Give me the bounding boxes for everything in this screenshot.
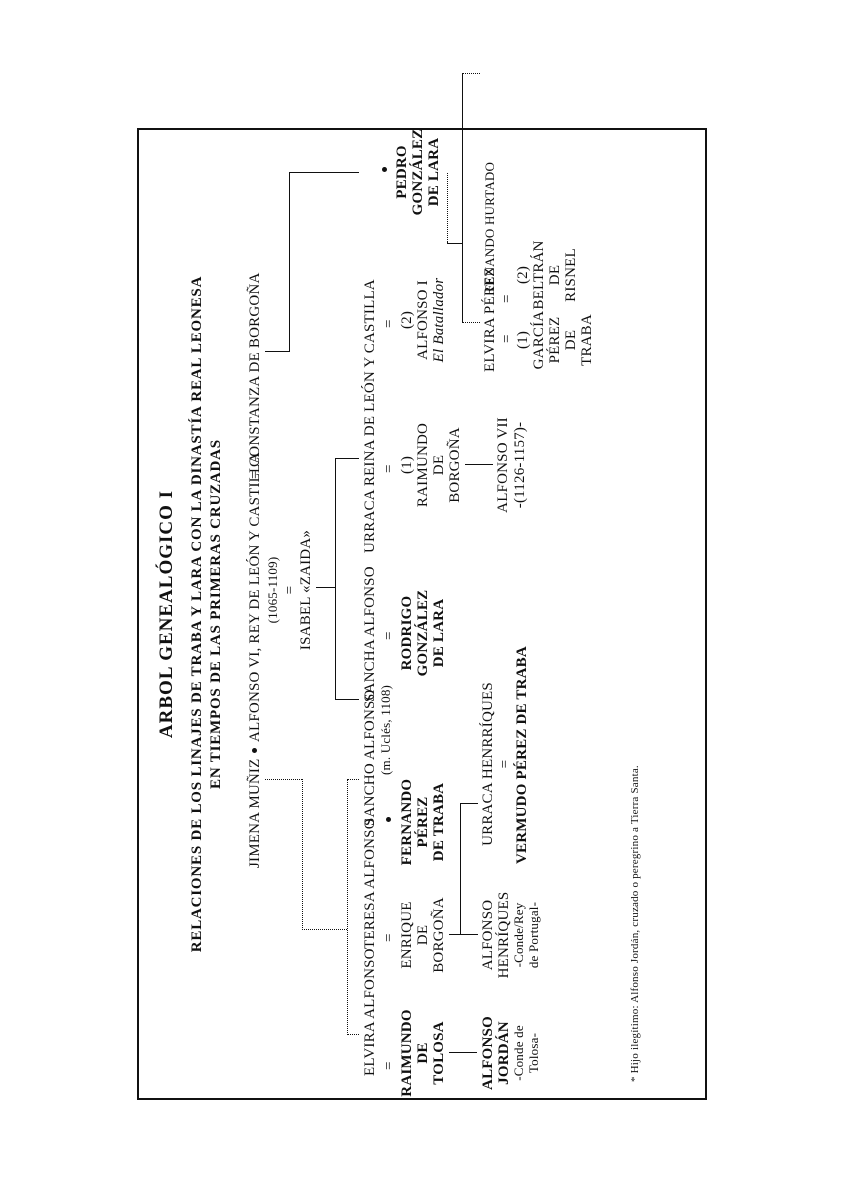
connector-line (265, 350, 290, 352)
marriage-sign: = (381, 1061, 397, 1070)
connector-line (460, 802, 478, 804)
person-urraca-reina: URRACA REINA DE LEÓN Y CASTILLA (362, 279, 378, 553)
person-rodrigo-gonzalez-line1: RODRIGO (399, 595, 415, 671)
marriage-sign: = (497, 759, 513, 769)
person-raimundo-borgona-line1: RAIMUNDO (415, 422, 431, 508)
marriage-sign: = (247, 470, 263, 479)
alfonso-jordan-note-line1: -Conde de (511, 1025, 526, 1081)
beltran-number: (2) (515, 265, 531, 285)
connector-line (316, 586, 336, 588)
person-rodrigo-gonzalez-line2: GONZÁLEZ (415, 589, 431, 677)
person-raimundo-borgona-line2: DE (431, 454, 447, 476)
connector-line (460, 933, 478, 935)
alfonso-henriques-note-line1: -Conde/Rey (511, 902, 526, 968)
person-enrique-borgona-line1: ENRIQUE (399, 901, 415, 969)
person-elvira-alfonso: ELVIRA ALFONSO (362, 948, 378, 1076)
connector-line (465, 463, 493, 465)
person-fernando-perez-line3: DE TRABA (431, 782, 447, 862)
marriage-sign: = (282, 585, 298, 595)
person-pedro-gonzalez-line3: DE LARA (426, 137, 442, 207)
garcia-number: (1) (515, 330, 531, 350)
tree-subtitle-line2: EN TIEMPOS DE LAS PRIMERAS CRUZADAS (208, 439, 224, 789)
person-raimundo-borgona-line3: BORGOÑA (447, 427, 463, 503)
connector-line (447, 242, 463, 244)
alfonso-jordan-note-line2: Tolosa- (526, 1032, 541, 1074)
alfonso-vii-dates: -(1126-1157)- (512, 421, 528, 509)
person-rodrigo-gonzalez-line3: DE LARA (431, 598, 447, 668)
connector-line (335, 698, 359, 700)
person-alfonso-vii: ALFONSO VII (495, 417, 511, 513)
illegitimate-star (382, 167, 387, 172)
sancho-note: (m. Uclés, 1108) (378, 684, 393, 775)
person-isabel-zaida: ISABEL «ZAIDA» (298, 529, 314, 651)
connector-line (460, 803, 462, 935)
person-alfonso-jordan-line2: JORDÁN (496, 1021, 512, 1085)
alfonso-henriques-note-line2: de Portugal- (526, 901, 541, 969)
marriage-sign: = (381, 319, 397, 328)
person-alfonso-henriques-line2: HENRÍQUES (496, 891, 512, 979)
person-raimundo-tolosa-line3: TOLOSA (431, 1021, 447, 1085)
connector-line (289, 172, 291, 352)
person-beltran-risnel-line1: BELTRÁN (531, 240, 547, 310)
person-constanza: CONSTANZA DE BORGOÑA (247, 272, 263, 467)
person-sancha-alfonso: SANCHA ALFONSO (362, 566, 378, 702)
person-vermudo-perez: VERMUDO PÉREZ DE TRABA (514, 646, 530, 864)
person-alfonso-vi: ALFONSO VI, REY DE LEÓN Y CASTILLA (247, 452, 263, 742)
marriage-sign: = (499, 334, 515, 343)
person-enrique-borgona-line3: BORGOÑA (431, 897, 447, 973)
genealogy-tree: ARBOL GENEALÓGICO I RELACIONES DE LOS LI… (137, 73, 707, 1100)
person-garcia-perez-line4: TRABA (579, 314, 595, 366)
person-pedro-gonzalez-line1: PEDRO (394, 145, 410, 199)
connector-line (347, 780, 348, 1035)
person-pedro-gonzalez-line2: GONZÁLEZ (410, 128, 426, 216)
person-urraca-henriques: URRACA HENRRÍQUES (480, 682, 496, 846)
tree-subtitle-line1: RELACIONES DE LOS LINAJES DE TRABA Y LAR… (189, 275, 205, 953)
connector-line (289, 171, 359, 173)
person-alfonso-jordan-line1: ALFONSO (480, 1016, 496, 1090)
person-beltran-risnel-line2: DE (547, 264, 563, 286)
connector-line (462, 73, 464, 323)
connector-line (265, 779, 302, 780)
person-fernando-perez-line1: FERNANDO (399, 778, 415, 866)
footnote: * Hijo ilegítimo: Alfonso Jordán, cruzad… (629, 765, 641, 1082)
alfonso-i-number: (2) (399, 310, 415, 330)
marriage-sign: = (381, 631, 397, 640)
person-raimundo-tolosa-line1: RAIMUNDO (399, 1009, 415, 1097)
alfonso-i-epithet: El Batallador (431, 277, 447, 363)
connector-line (462, 73, 480, 74)
connector-line (447, 173, 448, 243)
person-teresa-alfonso: TERESA ALFONSO (362, 818, 378, 949)
person-garcia-perez-line2: PÉREZ (547, 316, 563, 364)
person-alfonso-henriques-line1: ALFONSO (480, 899, 496, 971)
person-enrique-borgona-line2: DE (415, 924, 431, 946)
marriage-sign: = (381, 464, 397, 473)
connector-line (335, 457, 359, 459)
connector-line (449, 1051, 477, 1053)
connector-line (302, 929, 347, 930)
connector-line (347, 1034, 359, 1035)
tree-title: ARBOL GENEALÓGICO I (156, 489, 177, 739)
person-jimena-muniz: JIMENA MUÑIZ (247, 758, 263, 868)
person-garcia-perez-line1: GARCÍA (531, 310, 547, 370)
connector-line (335, 458, 337, 700)
connector-line (302, 779, 303, 930)
person-fenando-hurtado: FENANDO HURTADO (482, 161, 497, 292)
marriage-sign: = (499, 294, 515, 303)
diagram-frame (137, 128, 707, 1100)
person-fernando-perez-line2: PÉREZ (415, 796, 431, 848)
person-sancho-alfonso: SANCHO ALFONSO (362, 689, 378, 826)
person-alfonso-i: ALFONSO I (415, 280, 431, 360)
person-beltran-risnel-line3: RISNEL (563, 248, 579, 302)
illegitimate-star (386, 817, 391, 822)
raimundo-borgona-number: (1) (399, 455, 415, 475)
illegitimate-star (252, 748, 257, 753)
connector-line (347, 779, 359, 780)
person-raimundo-tolosa-line2: DE (415, 1042, 431, 1064)
connector-line (462, 322, 480, 323)
person-garcia-perez-line3: DE (563, 329, 579, 351)
marriage-sign: = (381, 933, 397, 942)
alfonso-vi-dates: (1065-1109) (265, 556, 280, 624)
